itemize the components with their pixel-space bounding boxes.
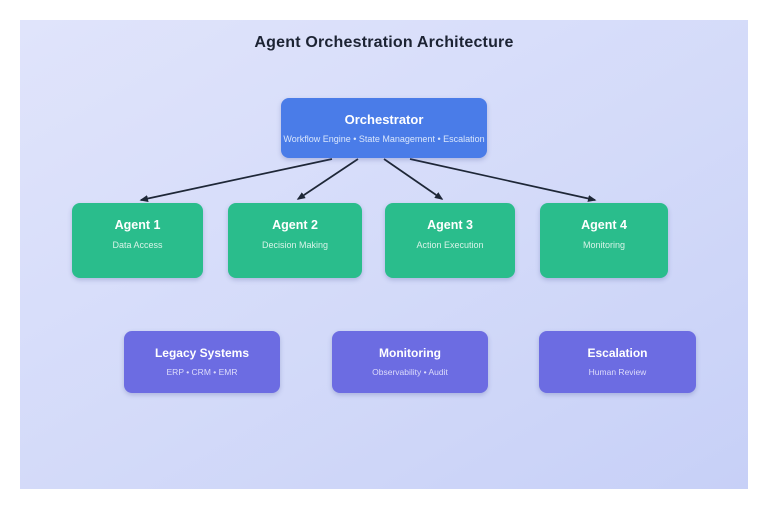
node-agent-2: Agent 2 Decision Making	[228, 203, 362, 278]
node-agent-1: Agent 1 Data Access	[72, 203, 203, 278]
node-escalation-subtitle: Human Review	[588, 367, 647, 377]
node-agent-4-subtitle: Monitoring	[582, 239, 626, 250]
node-escalation: Escalation Human Review	[539, 331, 696, 393]
node-agent-1-subtitle: Data Access	[112, 239, 163, 250]
node-agent-2-title: Agent 2	[272, 218, 318, 232]
node-legacy-systems-title: Legacy Systems	[154, 346, 250, 360]
node-escalation-title: Escalation	[587, 346, 648, 360]
diagram-canvas: Agent Orchestration Architecture Orchest…	[20, 20, 748, 489]
arrow-orchestrator-agent3	[383, 158, 444, 200]
arrow-orchestrator-agent2	[296, 158, 359, 200]
diagram-title: Agent Orchestration Architecture	[254, 34, 514, 51]
node-agent-2-subtitle: Decision Making	[261, 239, 329, 250]
node-agent-3: Agent 3 Action Execution	[385, 203, 515, 278]
arrow-orchestrator-agent1	[139, 158, 333, 202]
node-legacy-systems-subtitle: ERP • CRM • EMR	[166, 367, 238, 377]
node-agent-3-subtitle: Action Execution	[416, 239, 484, 250]
node-agent-3-title: Agent 3	[427, 218, 473, 232]
node-agent-4: Agent 4 Monitoring	[540, 203, 668, 278]
node-agent-1-title: Agent 1	[114, 218, 161, 232]
node-monitoring-title: Monitoring	[379, 346, 441, 360]
node-orchestrator: Orchestrator Workflow Engine • State Man…	[281, 98, 487, 158]
node-orchestrator-subtitle: Workflow Engine • State Management • Esc…	[283, 134, 485, 144]
node-monitoring: Monitoring Observability • Audit	[332, 331, 488, 393]
arrow-orchestrator-agent4	[409, 158, 597, 202]
node-agent-4-title: Agent 4	[581, 218, 627, 232]
node-legacy-systems: Legacy Systems ERP • CRM • EMR	[124, 331, 280, 393]
node-monitoring-subtitle: Observability • Audit	[372, 367, 448, 377]
node-orchestrator-title: Orchestrator	[344, 112, 424, 127]
